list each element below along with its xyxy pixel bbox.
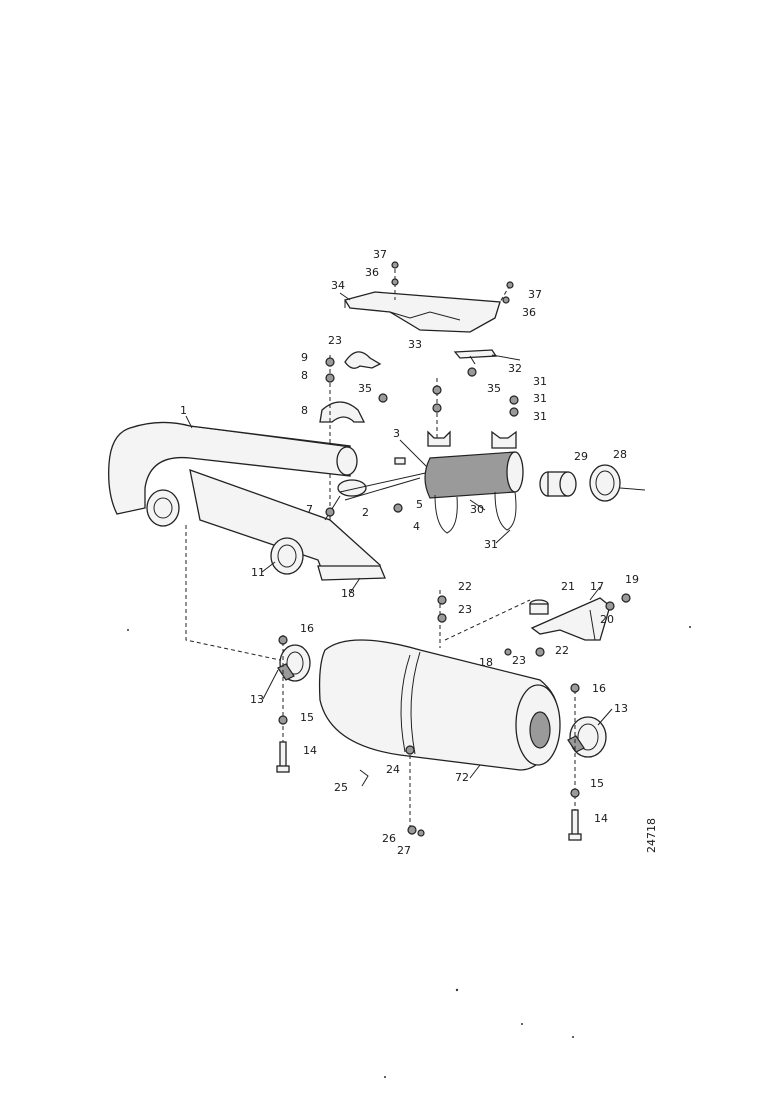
clamp-ring-28: [589, 464, 646, 502]
callout-3: 3: [393, 427, 400, 440]
gasket-11: [270, 537, 304, 575]
shield-bracket-right: [453, 349, 498, 365]
callout-7: 7: [306, 503, 313, 516]
callout-4: 4: [413, 520, 420, 533]
bracket-33: [344, 351, 382, 369]
callout-72: 72: [455, 771, 469, 784]
callout-26: 26: [382, 832, 396, 845]
callout-2: 2: [362, 506, 369, 519]
leader-lines: [185, 292, 613, 779]
clamp-bracket-upper: [319, 401, 366, 423]
callout-24: 24: [386, 763, 400, 776]
assembly-path-bracket: [444, 599, 531, 641]
callout-5: 5: [416, 498, 423, 511]
callout-36a: 36: [365, 266, 379, 279]
callout-21: 21: [561, 580, 575, 593]
callout-13b: 13: [614, 702, 628, 715]
callout-23a: 23: [328, 334, 342, 347]
clamp-13-right: [567, 716, 607, 758]
callout-25: 25: [334, 781, 348, 794]
callout-33: 33: [408, 338, 422, 351]
callout-31a: 31: [533, 375, 547, 388]
callout-35b: 35: [487, 382, 501, 395]
callout-30: 30: [470, 503, 484, 516]
rubber-mount: [529, 599, 549, 615]
silencer-mount-bracket: [530, 597, 611, 641]
callout-37b: 37: [528, 288, 542, 301]
pipe-bracket-lower: [189, 469, 386, 581]
callout-23c: 23: [512, 654, 526, 667]
callout-15a: 15: [300, 711, 314, 724]
callout-31b: 31: [533, 392, 547, 405]
callout-29: 29: [574, 450, 588, 463]
callout-32: 32: [508, 362, 522, 375]
callout-labels: 1 2 3 4 5 7 8 8 9 11 13 13 14 14 15 15 1…: [180, 248, 639, 857]
callout-16b: 16: [592, 682, 606, 695]
callout-34: 34: [331, 279, 345, 292]
main-silencer: [318, 639, 561, 771]
scan-specks: [127, 626, 691, 1078]
intermediate-silencer: [424, 451, 524, 534]
callout-27: 27: [397, 844, 411, 857]
callout-22b: 22: [555, 644, 569, 657]
drawing-number: 24718: [645, 818, 658, 853]
bolt-14-left: [276, 741, 290, 773]
callout-31c: 31: [533, 410, 547, 423]
callout-14a: 14: [303, 744, 317, 757]
pipe-sleeve: [539, 471, 577, 497]
callout-16a: 16: [300, 622, 314, 635]
callout-8a: 8: [301, 369, 308, 382]
callout-13a: 13: [250, 693, 264, 706]
callout-31d: 31: [484, 538, 498, 551]
front-exhaust-pipe: [108, 421, 358, 527]
callout-18b: 18: [479, 656, 493, 669]
callout-15b: 15: [590, 777, 604, 790]
callout-9: 9: [301, 351, 308, 364]
callout-14b: 14: [594, 812, 608, 825]
callout-23b: 23: [458, 603, 472, 616]
callout-37a: 37: [373, 248, 387, 261]
assembly-path-pipe-to-silencer: [185, 525, 281, 661]
callout-20: 20: [600, 613, 614, 626]
callout-28: 28: [613, 448, 627, 461]
strut-bracket: [339, 439, 431, 501]
heat-shield: [343, 291, 501, 333]
callout-8b: 8: [301, 404, 308, 417]
callout-36b: 36: [522, 306, 536, 319]
callout-11: 11: [251, 566, 265, 579]
callout-35a: 35: [358, 382, 372, 395]
bolt-14-right: [568, 809, 582, 841]
callout-22a: 22: [458, 580, 472, 593]
fasteners: [278, 261, 631, 837]
hanger-brackets: [427, 430, 517, 449]
callout-1: 1: [180, 404, 187, 417]
callout-19: 19: [625, 573, 639, 586]
pipe-clamp: [324, 479, 367, 521]
callout-17: 17: [590, 580, 604, 593]
